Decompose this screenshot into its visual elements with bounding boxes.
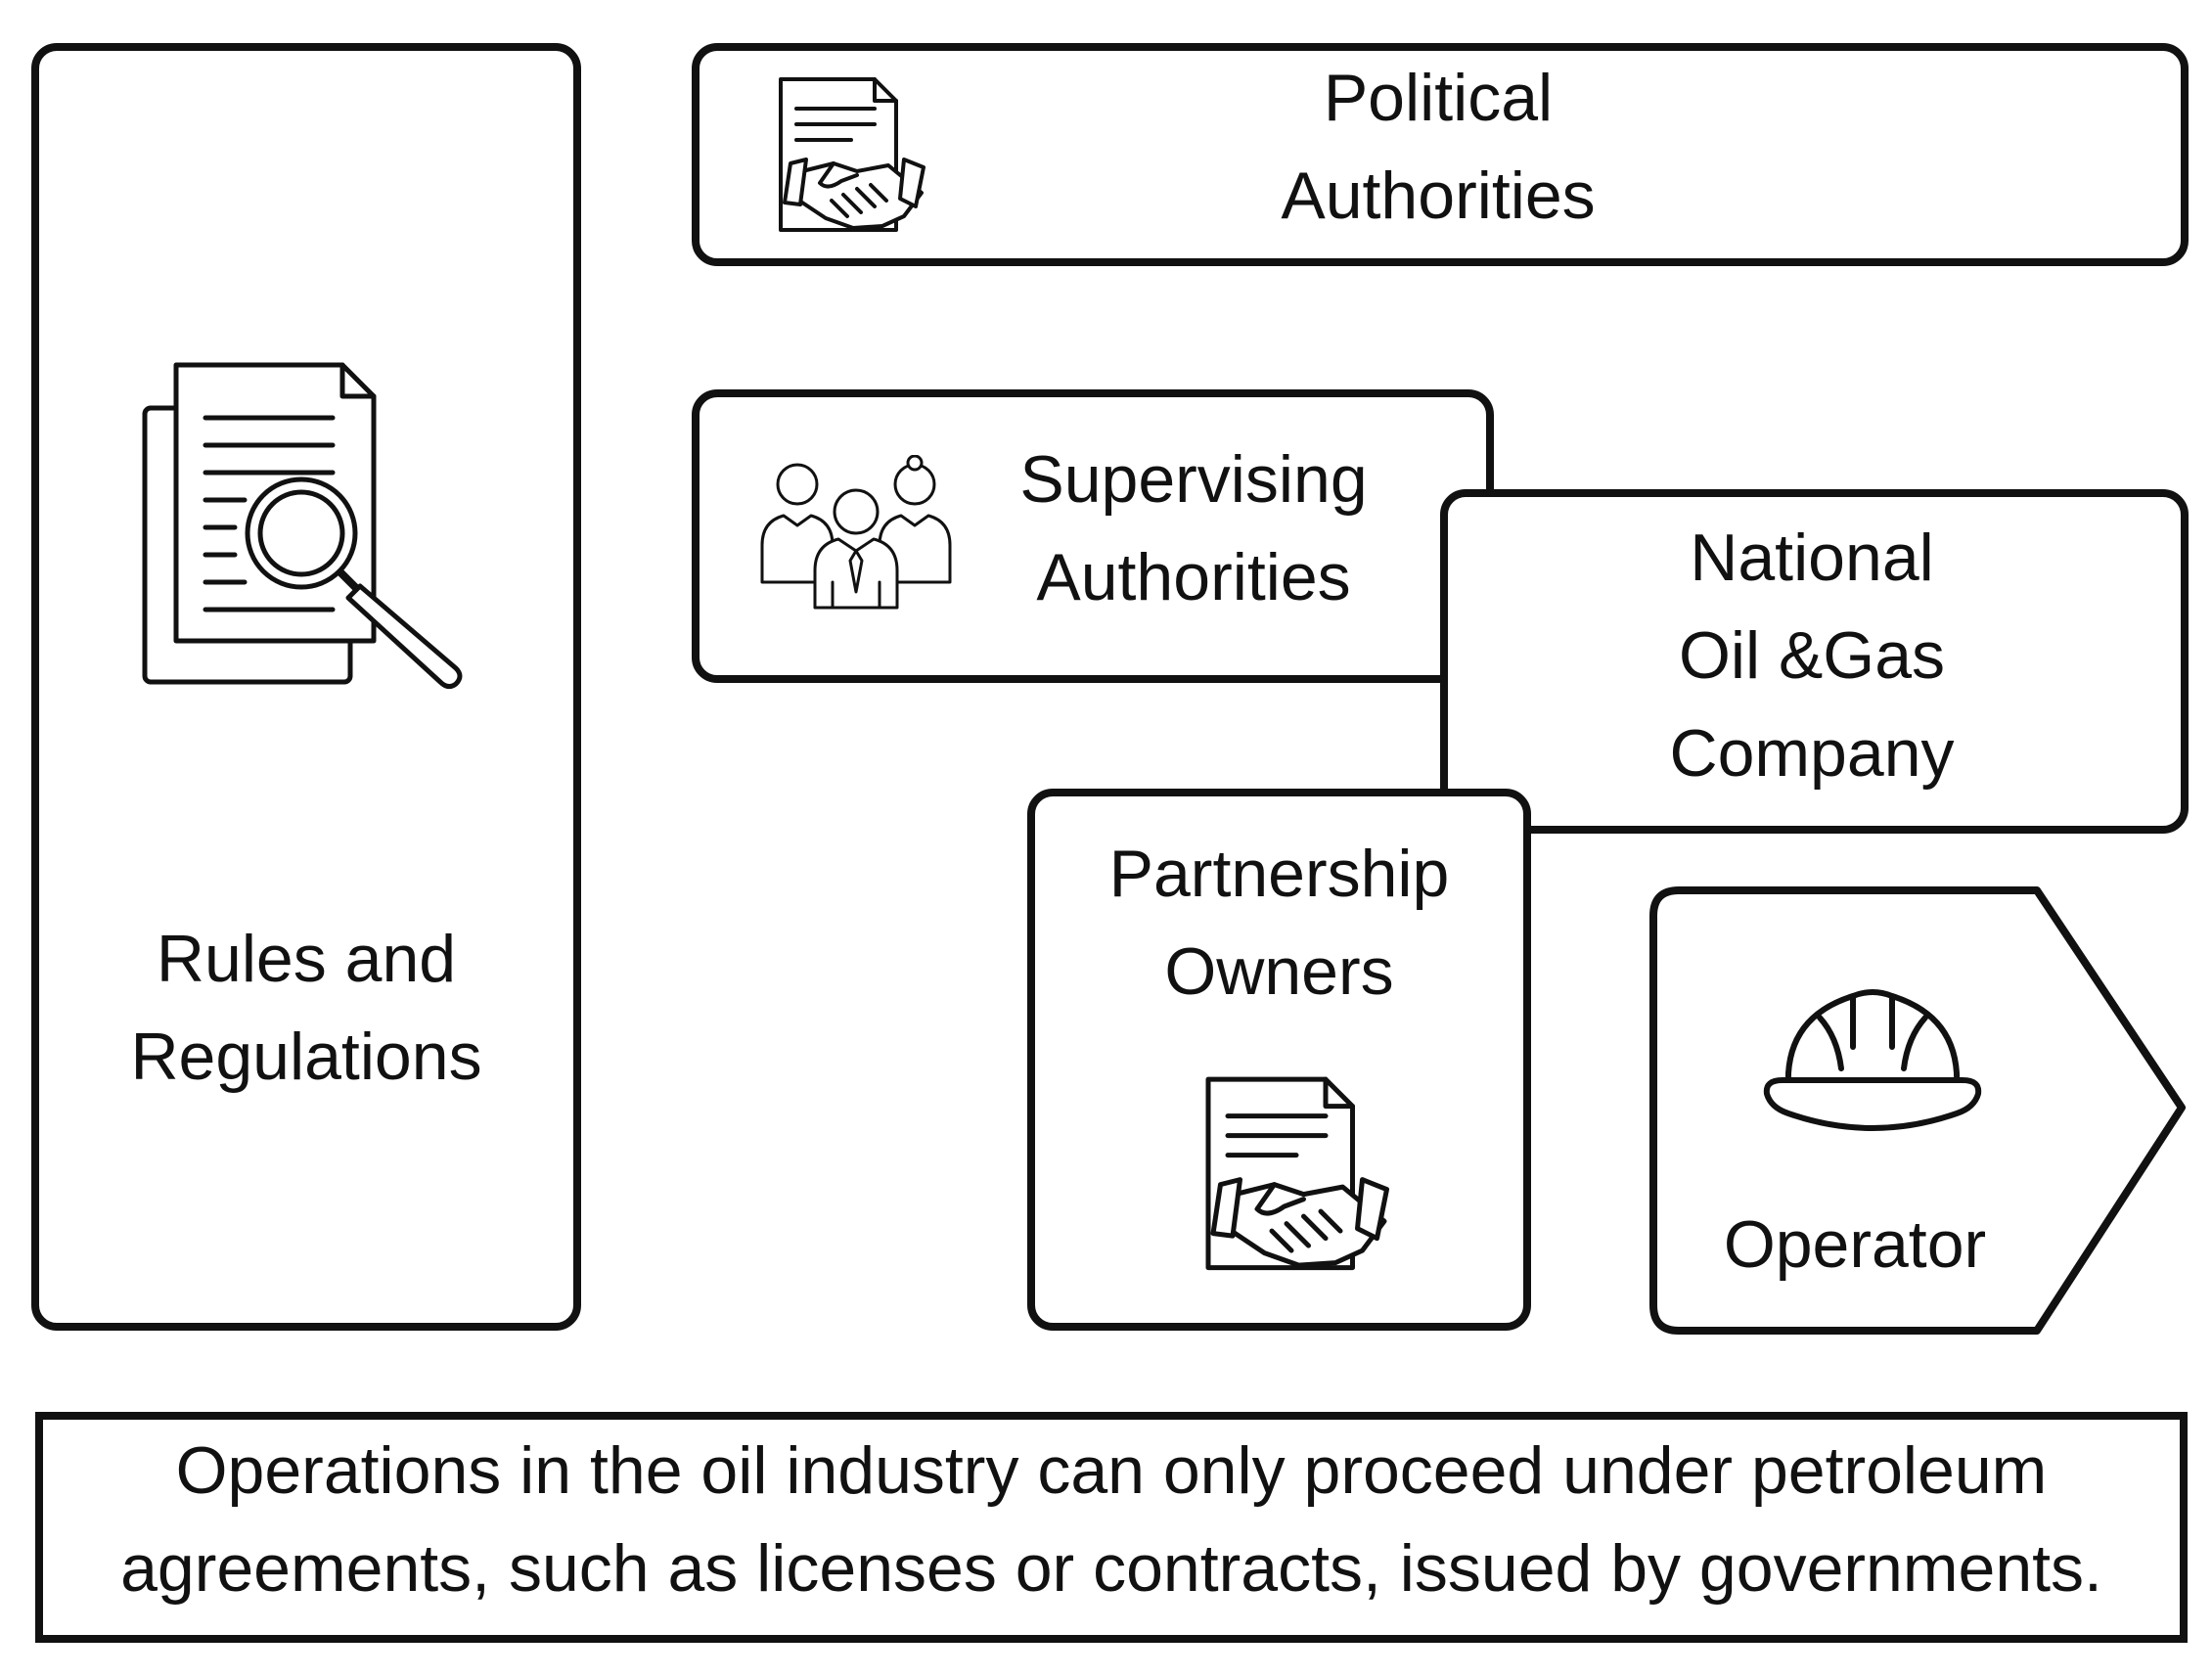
noc-label-line3: Company: [1669, 716, 1955, 791]
people-group-icon: [758, 455, 954, 612]
national-oil-gas-company-box: [1440, 489, 2189, 834]
agreement-note-text: Operations in the oil industry can only …: [35, 1422, 2188, 1617]
supervising-label-line2: Authorities: [1036, 540, 1351, 614]
political-authorities-box: [692, 43, 2189, 266]
rules-label-line2: Regulations: [130, 1020, 482, 1094]
supervising-authorities-label: Supervising Authorities: [978, 431, 1409, 626]
note-line1: Operations in the oil industry can only …: [175, 1433, 2048, 1508]
national-oil-gas-company-label: National Oil &Gas Company: [1518, 509, 2105, 802]
supervising-label-line1: Supervising: [1019, 442, 1368, 517]
rules-and-regulations-label: Rules and Regulations: [31, 910, 581, 1106]
contract-handshake-icon: [1198, 1071, 1394, 1287]
agreement-note-box: [35, 1412, 2188, 1643]
hard-hat-icon: [1761, 978, 1986, 1145]
document-search-icon: [137, 357, 479, 690]
noc-label-line2: Oil &Gas: [1678, 618, 1946, 693]
partnership-label-line2: Owners: [1164, 934, 1394, 1009]
operator-label-line1: Operator: [1723, 1207, 1987, 1282]
noc-label-line1: National: [1690, 521, 1934, 595]
political-label-line1: Political: [1323, 61, 1554, 135]
partnership-owners-label: Partnership Owners: [1027, 825, 1531, 1020]
political-label-line2: Authorities: [1281, 159, 1596, 233]
partnership-owners-box: [1027, 789, 1531, 1331]
operator-label: Operator: [1649, 1196, 2060, 1293]
note-line2: agreements, such as licenses or contract…: [120, 1531, 2102, 1606]
political-authorities-label: Political Authorities: [1154, 49, 1722, 245]
partnership-label-line1: Partnership: [1108, 837, 1450, 911]
rules-label-line1: Rules and: [156, 922, 457, 996]
contract-handshake-icon: [773, 73, 929, 245]
rules-and-regulations-box: [31, 43, 581, 1331]
